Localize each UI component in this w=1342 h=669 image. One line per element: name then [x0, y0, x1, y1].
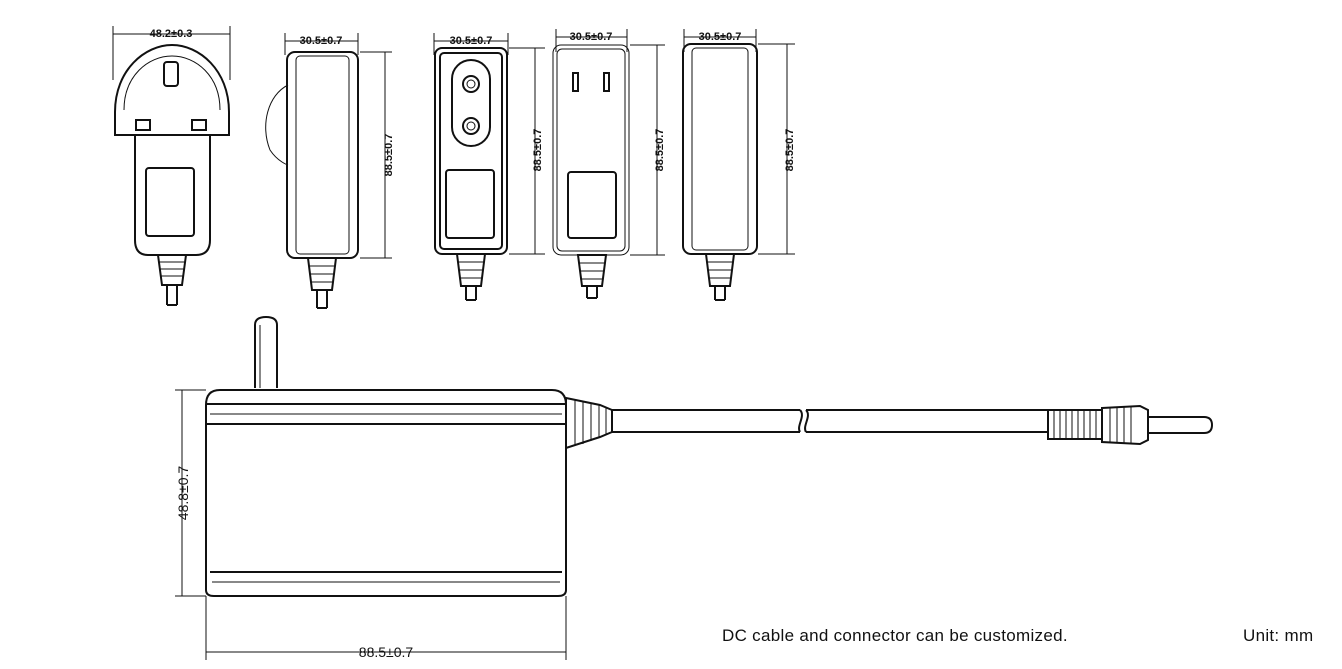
back-height-label: 88.5±0.7 [784, 129, 796, 172]
eu-width-label: 30.5±0.7 [450, 35, 493, 47]
main-side-view: 48.8±0.7 88.5±0.7 [175, 315, 1214, 660]
side-width-label: 30.5±0.7 [300, 35, 343, 47]
us-plug-view: 30.5±0.7 88.5±0.7 [552, 29, 666, 299]
eu-plug-view: 30.5±0.7 88.5±0.7 [433, 33, 545, 301]
main-height-label: 48.8±0.7 [175, 466, 191, 521]
us-width-label: 30.5±0.7 [570, 31, 613, 43]
side-view: 30.5±0.7 88.5±0.7 [265, 33, 395, 309]
uk-plug-view: 48.2±0.3 [112, 26, 231, 306]
side-height-label: 88.5±0.7 [383, 134, 395, 177]
main-length-label: 88.5±0.7 [359, 644, 414, 660]
unit-note: Unit: mm [1243, 626, 1314, 645]
back-view: 30.5±0.7 88.5±0.7 [682, 29, 796, 301]
eu-height-label: 88.5±0.7 [532, 129, 544, 172]
uk-width-label: 48.2±0.3 [150, 28, 193, 40]
us-height-label: 88.5±0.7 [654, 129, 666, 172]
customize-note: DC cable and connector can be customized… [722, 626, 1068, 645]
back-width-label: 30.5±0.7 [699, 31, 742, 43]
